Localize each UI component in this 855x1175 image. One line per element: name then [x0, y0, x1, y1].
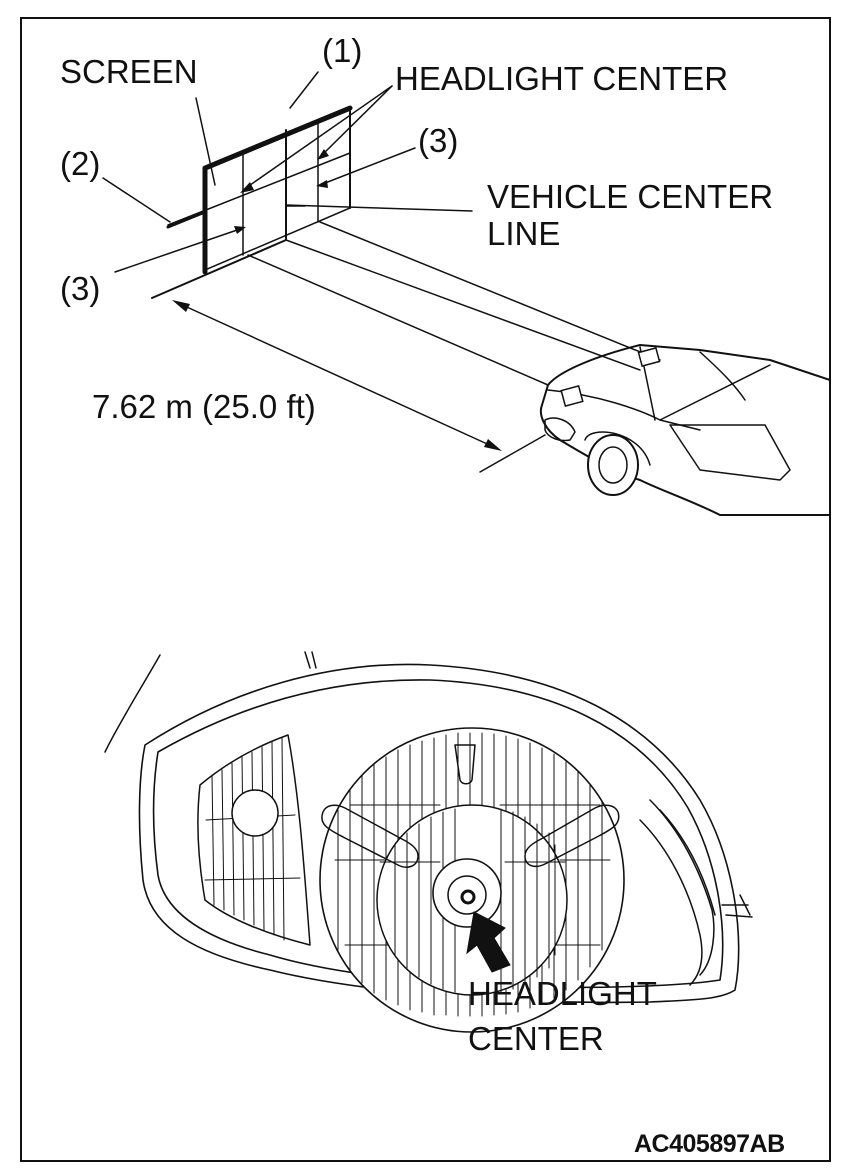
ground-lines — [151, 204, 661, 473]
aiming-screen — [166, 105, 353, 275]
arrow-icon — [466, 911, 511, 973]
figure-code: AC405897AB — [634, 1130, 785, 1158]
callout-3-left-label: (3) — [60, 270, 100, 307]
vehicle-rear — [540, 344, 829, 516]
callout-3-right-label: (3) — [418, 122, 458, 159]
headlight-center-label-bottom-1: HEADLIGHT — [468, 975, 657, 1012]
distance-dimension — [172, 300, 502, 451]
callout-2-label: (2) — [60, 145, 100, 182]
aiming-setup-illustration — [102, 71, 829, 516]
vehicle-center-line-label-1: VEHICLE CENTER — [487, 178, 773, 215]
vehicle-center-line-label-2: LINE — [487, 215, 560, 252]
headlamp-illustration — [104, 651, 753, 1033]
side-reflector — [197, 734, 311, 946]
leader-lines — [102, 71, 416, 273]
headlight-center-label-top: HEADLIGHT CENTER — [395, 60, 728, 97]
main-headlamp — [319, 727, 625, 1033]
screen-label: SCREEN — [60, 53, 198, 90]
headlight-center-label-bottom-2: CENTER — [468, 1020, 604, 1057]
callout-1-label: (1) — [322, 32, 362, 69]
distance-label: 7.62 m (25.0 ft) — [92, 388, 316, 425]
